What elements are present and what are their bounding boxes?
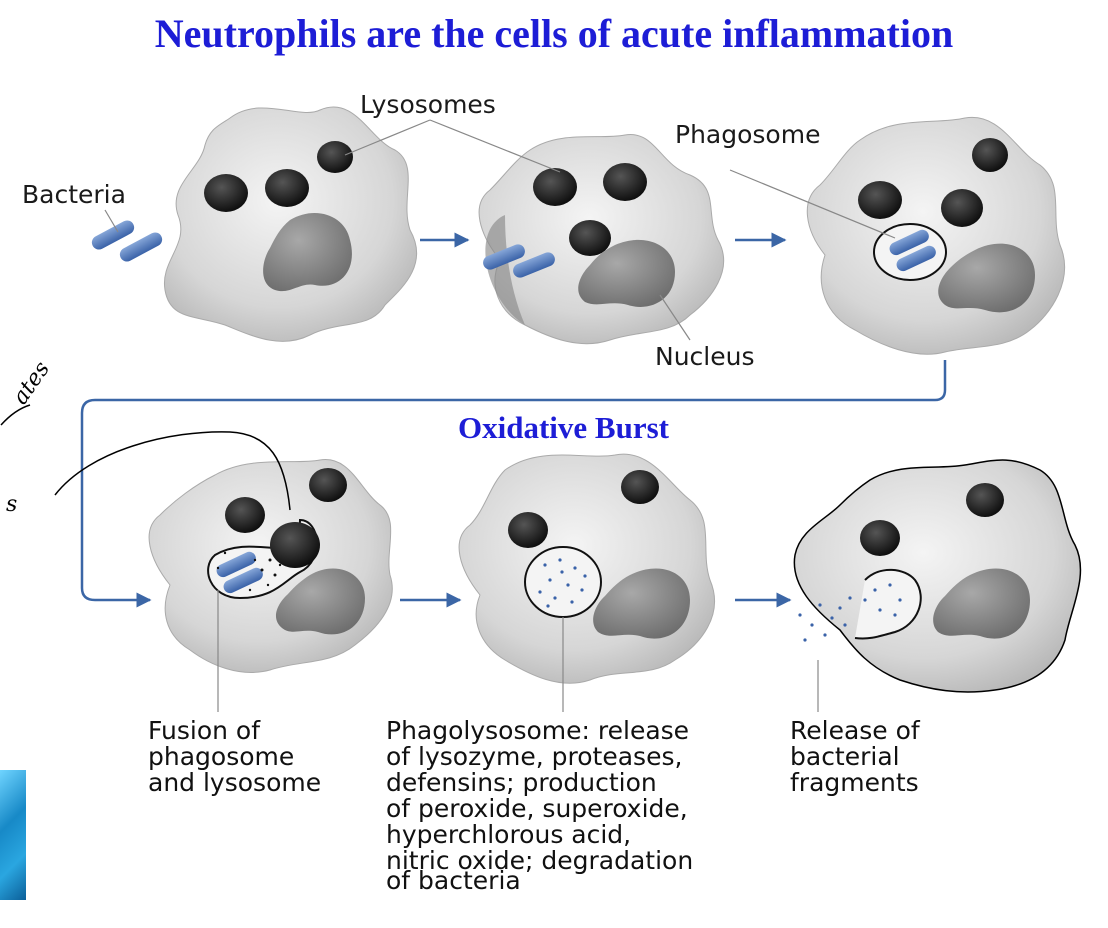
cell-4-neutrophil <box>148 459 393 673</box>
lysosome <box>508 512 548 548</box>
label-lysosomes: Lysosomes <box>360 90 496 119</box>
caption-phagolysosome: Phagolysosome: release of lysozyme, prot… <box>386 718 693 874</box>
lysosome <box>972 138 1008 172</box>
cell-6-neutrophil <box>793 459 1082 693</box>
caption-line: of bacteria <box>386 868 521 895</box>
caption-line: defensins; production <box>386 768 657 797</box>
lysosome <box>966 483 1004 517</box>
handwritten-annotation <box>0 404 291 511</box>
lysosome <box>533 168 577 206</box>
phagolysosome <box>524 546 602 618</box>
caption-line: bacterial <box>790 742 900 771</box>
lysosome <box>225 497 265 533</box>
lysosome <box>265 169 309 207</box>
lysosome <box>858 181 902 219</box>
lysosome <box>941 189 983 227</box>
bacteria-free <box>91 220 163 262</box>
caption-line: Release of <box>790 716 920 745</box>
lysosome <box>603 163 647 201</box>
lysosome <box>860 520 900 556</box>
label-bacteria: Bacteria <box>22 180 126 209</box>
caption-line: and lysosome <box>148 768 322 797</box>
lysosome <box>309 468 347 502</box>
handwritten-note: s <box>6 492 18 517</box>
nucleus <box>933 568 1030 639</box>
caption-fusion: Fusion of phagosome and lysosome <box>148 718 321 796</box>
lysosome <box>569 220 611 256</box>
cell-2-neutrophil <box>478 134 725 345</box>
nucleus <box>263 212 352 292</box>
cell-5-neutrophil <box>458 453 715 684</box>
process-arrows <box>80 232 947 608</box>
caption-line: Phagolysosome: release <box>386 716 690 745</box>
arrow-3-to-4 <box>80 360 947 608</box>
lysosome <box>204 174 248 212</box>
label-nucleus: Nucleus <box>655 342 755 371</box>
caption-line: hyperchlorous acid, <box>386 820 632 849</box>
burst-phagolysosome <box>854 568 922 640</box>
lysosome <box>317 141 353 173</box>
slide-title: Neutrophils are the cells of acute infla… <box>154 11 954 56</box>
slide-corner-decoration <box>0 770 26 900</box>
lysosome <box>621 470 659 504</box>
cell-1-neutrophil <box>163 106 418 342</box>
caption-line: Fusion of <box>148 716 261 745</box>
caption-line: fragments <box>790 768 919 797</box>
lysosome-fusing <box>270 522 320 568</box>
caption-line: nitric oxide; degradation <box>386 846 694 875</box>
caption-line: phagosome <box>148 742 295 771</box>
oxidative-burst-title: Oxidative Burst <box>458 410 669 445</box>
caption-clipped-line: of bacteria <box>386 868 786 896</box>
nucleus <box>593 568 690 639</box>
caption-line: of peroxide, superoxide, <box>386 794 688 823</box>
nucleus <box>938 243 1035 313</box>
caption-line: of lysozyme, proteases, <box>386 742 683 771</box>
label-phagosome: Phagosome <box>675 120 821 149</box>
nucleus <box>578 239 675 307</box>
leader-lines <box>104 119 896 712</box>
caption-release: Release of bacterial fragments <box>790 718 920 796</box>
nucleus <box>275 568 365 635</box>
cell-3-neutrophil <box>806 116 1065 355</box>
